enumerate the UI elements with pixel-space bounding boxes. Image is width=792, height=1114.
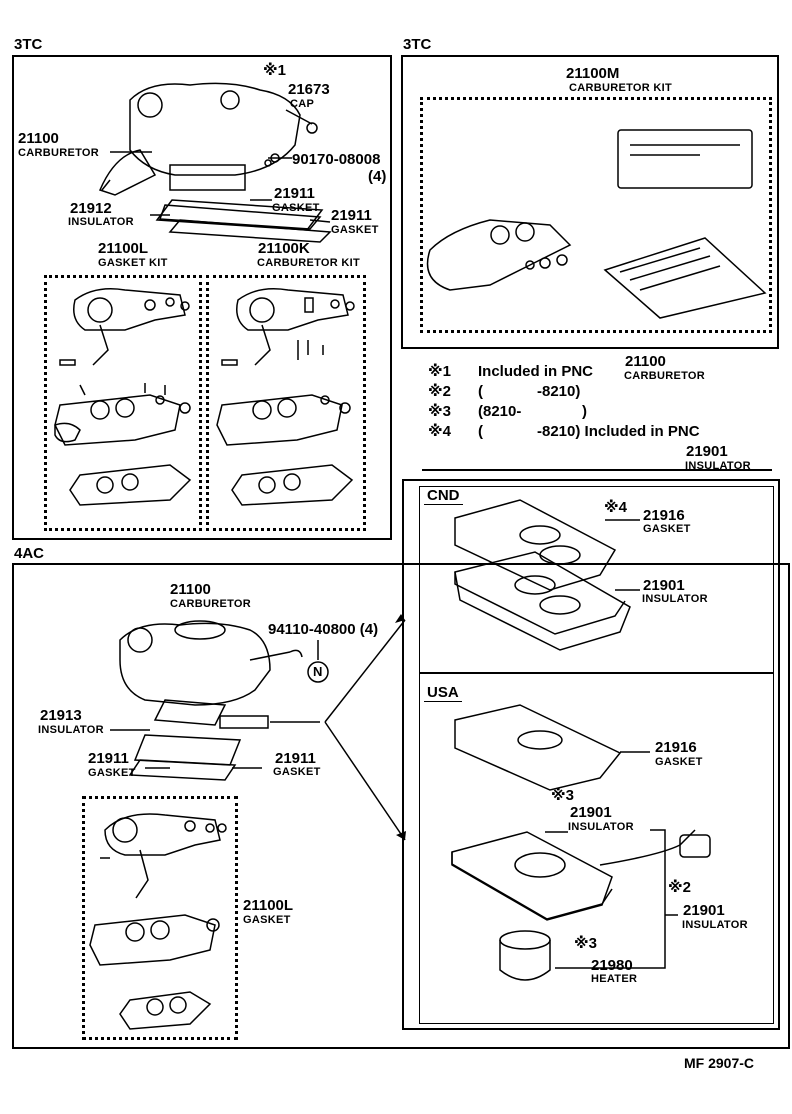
kit-box-21100l-4ac: [82, 796, 238, 1040]
note-4-mark: ※4: [428, 423, 451, 440]
part-90170-number: 90170-08008: [292, 151, 381, 168]
gasket-kit-21100l-parts: [54, 288, 192, 506]
cnd-insulator-21901: [454, 551, 631, 651]
part-21913-name: INSULATOR: [38, 724, 104, 736]
cap-part: [306, 122, 318, 134]
note-2-mark: ※2: [428, 383, 451, 400]
part-90170-qty: (4): [368, 168, 387, 185]
panel-cnd-usa: [402, 479, 780, 1030]
section-4ac: 4AC: [14, 545, 45, 562]
mark-3a: ※3: [551, 787, 574, 804]
part-21980-number: 21980: [591, 957, 633, 974]
part-21901-cnd-name: INSULATOR: [642, 593, 708, 605]
note-4-text: -8210) Included in PNC: [537, 423, 700, 440]
cnd-gasket-21916: [454, 499, 617, 591]
part-21100-4ac-name: CARBURETOR: [170, 598, 252, 610]
part-21100l-4ac-name: GASKET: [243, 914, 291, 926]
part-21100l-name: GASKET KIT: [98, 257, 168, 269]
part-21911-b-number: 21911: [331, 207, 372, 224]
panel-divider: [419, 672, 774, 674]
kit-box-21100m: [420, 97, 772, 333]
part-21100m-number: 21100M: [566, 65, 620, 82]
carburetor-illustration-3tc: [98, 82, 332, 243]
panel-4ac: [12, 563, 790, 1049]
note-2-open: (: [478, 383, 483, 400]
part-21901-cnd-number: 21901: [643, 577, 685, 594]
note-3-close: ): [582, 403, 587, 420]
usa-heater-21980: [499, 930, 551, 981]
part-21100-name: CARBURETOR: [18, 147, 100, 159]
note-1-mark: ※1: [428, 363, 451, 380]
note-1-text: Included in PNC: [478, 363, 594, 380]
note-1-pnc-name: CARBURETOR: [624, 370, 706, 382]
part-21911-b-name: GASKET: [331, 224, 379, 236]
part-21100-4ac-number: 21100: [170, 581, 211, 598]
part-21901-usa1-name: INSULATOR: [568, 821, 634, 833]
inner-cnd-frame: [419, 486, 774, 1024]
part-21901-top-name: INSULATOR: [685, 460, 751, 472]
part-21912-number: 21912: [70, 200, 112, 217]
part-21913-number: 21913: [40, 707, 82, 724]
part-21100k-number: 21100K: [258, 240, 310, 257]
part-21911-d-name: GASKET: [273, 766, 321, 778]
part-21911-a-number: 21911: [274, 185, 315, 202]
mark-1: ※1: [263, 62, 286, 79]
part-21100k-name: CARBURETOR KIT: [257, 257, 360, 269]
part-21980-name: HEATER: [591, 973, 638, 985]
part-21100-number: 21100: [18, 130, 59, 147]
kit-box-21100k: [206, 275, 366, 531]
circle-n-label: N: [313, 664, 323, 679]
part-21100m-name: CARBURETOR KIT: [569, 82, 672, 94]
carburetor-illustration-4ac: [119, 620, 303, 781]
part-21911-c-number: 21911: [88, 750, 129, 767]
section-cnd: CND: [424, 487, 463, 505]
note-4-open: (: [478, 423, 483, 440]
section-3tc-left: 3TC: [14, 36, 43, 53]
part-21911-a-name: GASKET: [272, 202, 320, 214]
panel-3tc-left: [12, 55, 392, 540]
part-21916-cnd-name: GASKET: [643, 523, 691, 535]
mark-3b: ※3: [574, 935, 597, 952]
part-21916-usa-name: GASKET: [655, 756, 703, 768]
footer-code: MF 2907-C: [684, 1055, 755, 1071]
section-usa: USA: [424, 684, 462, 702]
part-21901-usa2-number: 21901: [683, 902, 725, 919]
part-21901-top-number: 21901: [686, 443, 728, 460]
part-21901-usa1-number: 21901: [570, 804, 612, 821]
part-94110-number: 94110-40800 (4): [268, 621, 379, 638]
usa-insulator-21901: [451, 829, 711, 921]
part-21911-c-name: GASKET: [88, 767, 136, 779]
circle-n-marker: [307, 661, 329, 683]
panel-3tc-right: [401, 55, 779, 349]
part-21911-d-number: 21911: [275, 750, 316, 767]
gasket-kit-21100l-4ac-parts: [89, 813, 227, 1030]
part-21100l-4ac-number: 21100L: [243, 897, 294, 914]
part-21912-name: INSULATOR: [68, 216, 134, 228]
carburetor-kit-21100k-parts: [216, 288, 355, 506]
kit-box-21100l: [44, 275, 202, 531]
usa-gasket-21916: [454, 704, 622, 791]
part-21100l-number: 21100L: [98, 240, 149, 257]
mark-2: ※2: [668, 879, 691, 896]
part-21673-name: CAP: [290, 98, 315, 110]
part-21673-number: 21673: [288, 81, 330, 98]
part-21916-usa-number: 21916: [655, 739, 697, 756]
section-3tc-right: 3TC: [403, 36, 432, 53]
part-21901-usa2-name: INSULATOR: [682, 919, 748, 931]
mark-4: ※4: [604, 499, 627, 516]
carburetor-kit-21100m-parts: [426, 129, 767, 319]
note-3-text: (8210-: [478, 403, 522, 420]
note-2-text: -8210): [537, 383, 581, 400]
note-1-pnc: 21100: [625, 353, 666, 370]
part-21916-cnd-number: 21916: [643, 507, 685, 524]
note-3-mark: ※3: [428, 403, 451, 420]
